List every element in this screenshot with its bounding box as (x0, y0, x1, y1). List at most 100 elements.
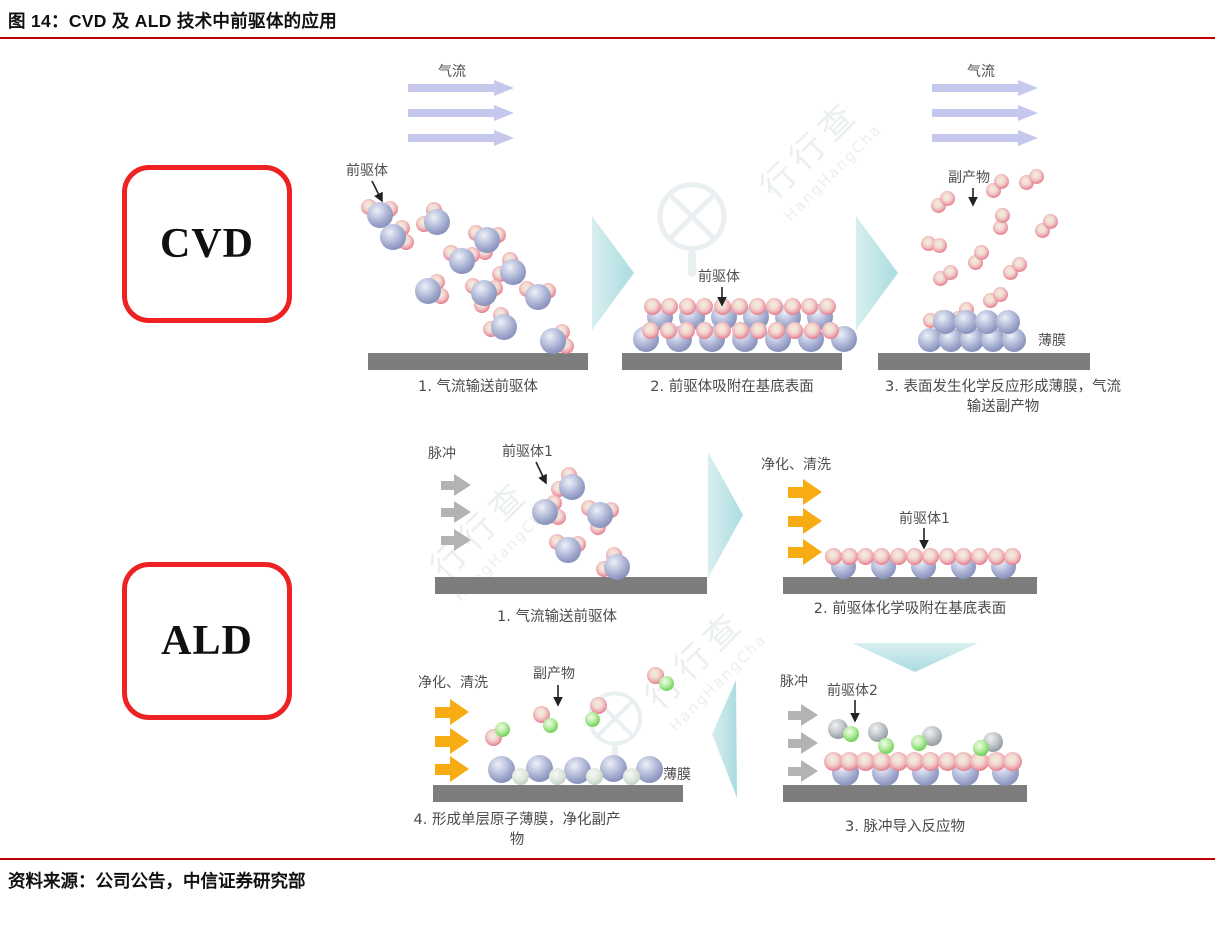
ald-step4-film-label: 薄膜 (663, 767, 691, 783)
pink-sphere (992, 219, 1008, 235)
gas-flow-arrow (494, 129, 514, 146)
purge-arrow (450, 699, 469, 725)
blue-sphere (471, 280, 497, 306)
pink-sphere (659, 321, 677, 339)
green-sphere (542, 717, 558, 733)
pink-sphere (783, 297, 801, 315)
gas-flow-arrow (1018, 104, 1038, 121)
pink-sphere (661, 297, 678, 315)
pink-sphere (1002, 751, 1022, 771)
pink-sphere (713, 321, 731, 339)
cvd-box-label: CVD (160, 221, 254, 267)
ald-step1-caption: 1. 气流输送前驱体 (497, 609, 617, 625)
purge-arrow (435, 763, 450, 775)
blue-sphere (604, 554, 630, 580)
pink-sphere (641, 321, 659, 339)
pink-sphere (678, 297, 696, 315)
blue-sphere (415, 278, 441, 304)
ald-box: ALD (122, 562, 292, 720)
title-underline (0, 37, 1215, 39)
cvd-step2-precursor-label: 前驱体 (698, 269, 740, 285)
gas-flow-arrow (408, 134, 494, 142)
pink-sphere (993, 174, 1009, 189)
ald-step2-purge-label: 净化、清洗 (761, 457, 831, 473)
pink-sphere (889, 547, 907, 565)
pink-sphere (839, 751, 859, 771)
blue-sphere (532, 499, 558, 525)
pink-sphere (731, 321, 749, 339)
pink-sphere (785, 321, 803, 339)
pale-sphere (585, 767, 603, 785)
ald-step3-caption: 3. 脉冲导入反应物 (845, 819, 965, 835)
pulse-arrow (801, 704, 818, 726)
pink-sphere (532, 705, 550, 723)
gas-flow-arrow (494, 79, 514, 96)
pink-sphere (873, 547, 891, 565)
pink-sphere (857, 547, 875, 565)
green-sphere (843, 726, 859, 742)
gray-sphere (922, 726, 942, 746)
blue-sphere (380, 224, 406, 250)
pink-sphere (922, 547, 940, 565)
blue-sphere (954, 310, 978, 334)
ald-step2-precursor1-label: 前驱体1 (899, 511, 950, 527)
blue-sphere (525, 754, 553, 782)
pink-sphere (943, 265, 959, 281)
pink-sphere (992, 286, 1008, 302)
blue-sphere (525, 284, 551, 310)
ald-step1-substrate (435, 577, 707, 594)
pink-sphere (986, 751, 1006, 771)
blue-sphere (500, 259, 526, 285)
pink-sphere (1029, 169, 1045, 185)
ald-step1-pulse-label: 脉冲 (428, 446, 456, 462)
pale-sphere (548, 767, 566, 785)
pink-sphere (589, 696, 607, 714)
blue-sphere (635, 755, 663, 783)
footer-rule (0, 858, 1215, 860)
cvd-step3-film-label: 薄膜 (1038, 333, 1066, 349)
cvd-box: CVD (122, 165, 292, 323)
green-sphere (973, 740, 989, 756)
blue-sphere (449, 248, 475, 274)
pulse-arrow (788, 710, 801, 720)
pink-sphere (824, 547, 842, 565)
pink-sphere (937, 751, 957, 771)
gas-flow-arrow (408, 84, 494, 92)
green-sphere (494, 721, 510, 737)
pink-sphere (872, 751, 892, 771)
cvd-step3-gas-flow-label: 气流 (967, 64, 995, 80)
blue-sphere (424, 209, 450, 235)
gray-sphere (868, 722, 888, 742)
ald-step1-precursor1-label: 前驱体1 (502, 444, 553, 460)
figure-title: 图 14：CVD 及 ALD 技术中前驱体的应用 (8, 11, 338, 31)
ald-step3-substrate (783, 785, 1027, 802)
ald-step2-substrate (783, 577, 1037, 594)
blue-sphere (540, 328, 566, 354)
gas-flow-arrow (932, 84, 1018, 92)
pale-sphere (622, 767, 640, 785)
green-sphere (658, 675, 674, 691)
blue-sphere (487, 755, 515, 783)
blue-sphere (491, 314, 517, 340)
pink-sphere (748, 297, 766, 315)
gas-flow-arrow (932, 109, 1018, 117)
pink-sphere (677, 321, 695, 339)
pink-sphere (821, 321, 839, 339)
pink-sphere (801, 297, 818, 315)
ald-step4-substrate (433, 785, 683, 802)
pink-sphere (938, 547, 956, 565)
cvd-step3-caption: 3. 表面发生化学反应形成薄膜，气流输送副产物 (885, 379, 1121, 416)
ald-step3-precursor2-label: 前驱体2 (827, 683, 878, 699)
cvd-step1-caption: 1. 气流输送前驱体 (418, 379, 538, 395)
gas-flow-arrow (1018, 79, 1038, 96)
purge-arrow (435, 706, 450, 718)
green-sphere (911, 735, 927, 751)
cvd-step3-byproduct-label: 副产物 (948, 170, 990, 186)
blue-sphere (975, 310, 999, 334)
pink-sphere (1042, 214, 1058, 229)
pulse-arrow (788, 738, 801, 748)
pulse-arrow (454, 529, 471, 551)
pink-sphere (970, 751, 990, 771)
pink-sphere (731, 297, 748, 315)
